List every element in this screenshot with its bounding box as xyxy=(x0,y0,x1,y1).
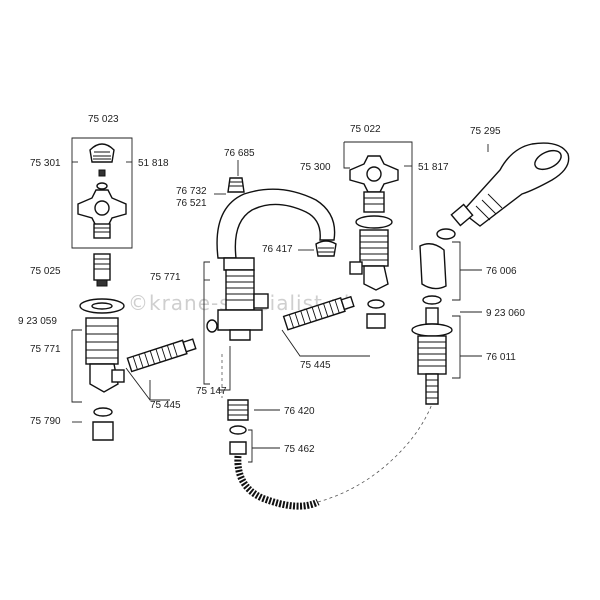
part-label-76-011: 76 011 xyxy=(486,352,516,363)
part-label-75-445-left: 75 445 xyxy=(150,400,181,411)
part-label-51-817: 51 817 xyxy=(418,162,449,173)
part-label-76-732: 76 732 xyxy=(176,186,207,197)
part-label-75-300: 75 300 xyxy=(300,162,331,173)
cap-76417 xyxy=(315,240,337,257)
connector-hose-center xyxy=(282,295,355,331)
spout-body xyxy=(225,269,255,311)
part-label-76-417: 76 417 xyxy=(262,244,293,255)
cap-part xyxy=(89,143,115,163)
part-label-75-023: 75 023 xyxy=(88,114,119,125)
shower-holder xyxy=(419,243,447,290)
part-label-9-23-059: 9 23 059 xyxy=(18,316,57,327)
cartridge-left xyxy=(93,253,111,281)
part-label-75-025: 75 025 xyxy=(30,266,61,277)
part-label-75-445-center: 75 445 xyxy=(300,360,331,371)
valve-body-left xyxy=(85,317,119,365)
part-label-51-818: 51 818 xyxy=(138,158,169,169)
hand-shower-assembly xyxy=(411,142,570,405)
flexible-hose xyxy=(234,455,320,510)
part-label-75-462: 75 462 xyxy=(284,444,315,455)
screw-part xyxy=(98,169,106,177)
part-label-76-420: 76 420 xyxy=(284,406,315,417)
part-label-76-006: 76 006 xyxy=(486,266,517,277)
aerator-nut xyxy=(227,177,245,193)
left-valve-assembly xyxy=(71,137,133,441)
connector-hose-left xyxy=(126,338,197,373)
shower-hose-assembly xyxy=(221,354,433,510)
part-label-75-771-left: 75 771 xyxy=(30,344,61,355)
part-label-75-301: 75 301 xyxy=(30,158,61,169)
nut-right xyxy=(366,313,386,329)
part-label-75-790: 75 790 xyxy=(30,416,61,427)
nut-left xyxy=(92,421,114,441)
spout-assembly xyxy=(203,160,337,391)
part-label-75-295: 75 295 xyxy=(470,126,501,137)
part-label-9-23-060: 9 23 060 xyxy=(486,308,525,319)
part-label-75-147: 75 147 xyxy=(196,386,227,397)
part-label-76-521: 76 521 xyxy=(176,198,207,209)
spout xyxy=(216,188,336,259)
right-valve-assembly xyxy=(343,141,413,329)
part-label-75-022: 75 022 xyxy=(350,124,381,135)
bracket-left-top xyxy=(71,137,133,249)
part-label-76-685: 76 685 xyxy=(224,148,255,159)
part-label-75-771-center: 75 771 xyxy=(150,272,181,283)
